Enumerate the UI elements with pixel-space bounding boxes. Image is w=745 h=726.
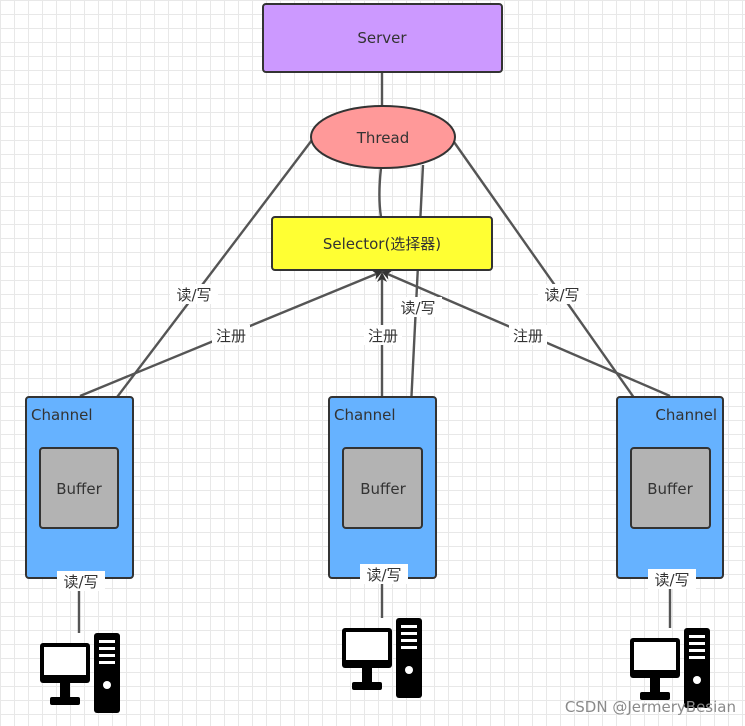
edge-thread-selector	[378, 167, 383, 218]
label-read-write-left: 读/写	[176, 286, 211, 304]
channel-left-label: Channel	[31, 406, 93, 424]
buffer-middle-label: Buffer	[360, 480, 406, 498]
buffer-right	[630, 447, 711, 529]
server-node: Server	[262, 3, 503, 73]
buffer-left	[39, 447, 119, 529]
selector-node: Selector(选择器)	[271, 216, 493, 271]
edge-labels: 读/写 读/写 读/写 注册 注册 注册 读/写 读/写 读/写	[57, 284, 696, 591]
watermark: CSDN @JermeryBesian	[565, 698, 736, 716]
channel-left: Channel Buffer	[25, 396, 134, 579]
channel-right: Channel Buffer	[616, 396, 724, 579]
label-read-write-client-right: 读/写	[654, 571, 689, 589]
label-register-middle: 注册	[368, 327, 398, 345]
selector-label: Selector(选择器)	[323, 235, 441, 253]
label-register-left: 注册	[216, 327, 246, 345]
label-read-write-middle: 读/写	[400, 299, 435, 317]
label-read-write-client-middle: 读/写	[366, 566, 401, 584]
label-read-write-client-left: 读/写	[63, 573, 98, 591]
server-label: Server	[357, 29, 407, 47]
thread-node: Thread	[310, 105, 456, 169]
buffer-right-label: Buffer	[647, 480, 693, 498]
thread-label: Thread	[356, 129, 409, 147]
buffer-left-label: Buffer	[56, 480, 102, 498]
label-register-right: 注册	[513, 327, 543, 345]
buffer-middle	[342, 447, 423, 529]
computer-icon	[342, 618, 422, 698]
channel-middle: Channel Buffer	[328, 396, 437, 579]
computer-icon	[40, 633, 120, 713]
channel-right-label: Channel	[655, 406, 717, 424]
channel-middle-label: Channel	[334, 406, 396, 424]
computer-icon	[630, 628, 710, 708]
label-read-write-right: 读/写	[544, 286, 579, 304]
